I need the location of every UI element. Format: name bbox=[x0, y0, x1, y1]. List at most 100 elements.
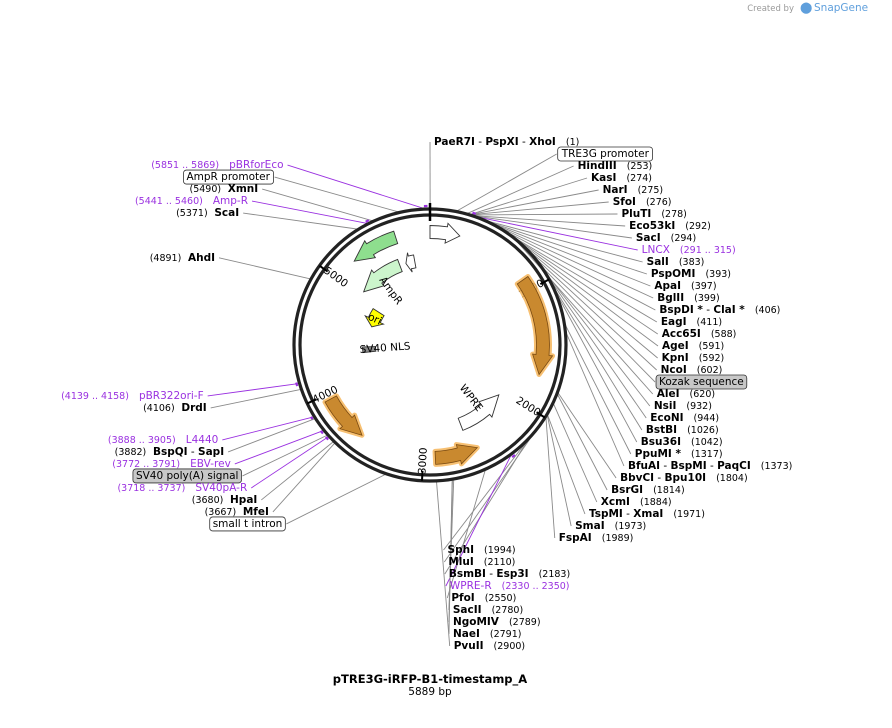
label-xcmi: XcmI (1884) bbox=[601, 496, 672, 508]
label-xmni: (5490) XmnI bbox=[189, 183, 258, 195]
primer-name: pBR322ori-F bbox=[139, 390, 204, 402]
enzyme-name: Acc65I bbox=[662, 328, 701, 340]
site-label-text: (4139 .. 4158) pBR322ori-F bbox=[61, 390, 204, 402]
primer-name: EBV-rev bbox=[190, 458, 231, 470]
label-bspdi-: BspDI * - ClaI * (406) bbox=[659, 304, 780, 316]
site-label-text: LNCX (291 .. 315) bbox=[642, 244, 736, 256]
separator: - bbox=[623, 508, 633, 520]
primer-mark bbox=[365, 219, 370, 223]
primer-range: (291 .. 315) bbox=[680, 245, 736, 256]
site-labels: PaeR7I - PspXI - XhoI (1)TRE3G promoterH… bbox=[61, 136, 792, 652]
snapgene-logo-icon: ⬤ bbox=[800, 1, 812, 14]
label-scai: (5371) ScaI bbox=[176, 207, 239, 219]
site-position: (1026) bbox=[687, 425, 719, 436]
feature-box bbox=[655, 374, 748, 390]
label-small-t-intron: small t intron bbox=[209, 516, 286, 532]
site-label-text: NaeI (2791) bbox=[453, 628, 522, 640]
site-position: (1) bbox=[566, 137, 579, 148]
sv40-polya-arrow bbox=[324, 395, 363, 436]
backbone-outer-ring bbox=[292, 207, 568, 483]
site-position: (2550) bbox=[485, 593, 517, 604]
label-acc65i: Acc65I (588) bbox=[662, 328, 737, 340]
enzyme-name: HpaI bbox=[230, 494, 257, 506]
enzyme-name: PaqCI bbox=[717, 460, 751, 472]
site-position: (1042) bbox=[691, 437, 723, 448]
site-position: (1989) bbox=[602, 533, 634, 544]
tick-1000 bbox=[539, 278, 550, 286]
primer-name: Amp-R bbox=[213, 195, 248, 207]
site-position: (1973) bbox=[615, 521, 647, 532]
label-amp-r: (5441 .. 5460) Amp-R bbox=[135, 195, 248, 207]
label-ngomiv: NgoMIV (2789) bbox=[453, 616, 541, 628]
enzyme-name: MluI bbox=[448, 556, 473, 568]
feature-box bbox=[132, 468, 242, 484]
site-position: (5371) bbox=[176, 208, 208, 219]
leader-line bbox=[485, 220, 648, 275]
enzyme-name: EagI bbox=[661, 316, 687, 328]
enzyme-name: AleI bbox=[657, 388, 680, 400]
enzyme-name: NsiI bbox=[654, 400, 677, 412]
leader-line bbox=[287, 164, 426, 210]
site-label-text: SalI (383) bbox=[647, 256, 705, 268]
site-position: (620) bbox=[690, 389, 716, 400]
enzyme-name: SfoI bbox=[613, 196, 636, 208]
leader-line bbox=[563, 322, 632, 455]
site-position: (1994) bbox=[484, 545, 516, 556]
enzyme-name: NaeI bbox=[453, 628, 480, 640]
site-position: (406) bbox=[755, 305, 781, 316]
feature-label: AmpR bbox=[377, 275, 405, 307]
site-label-text: EagI (411) bbox=[661, 316, 722, 328]
enzyme-name: PspXI bbox=[485, 136, 518, 148]
site-label-text: AgeI (591) bbox=[662, 340, 724, 352]
primer-mark bbox=[324, 436, 329, 441]
label-tre3g-promoter: TRE3G promoter bbox=[557, 146, 653, 162]
wpre-arrow bbox=[457, 394, 500, 431]
site-position: (275) bbox=[638, 185, 664, 196]
title-block: pTRE3G-iRFP-B1-timestamp_A 5889 bp bbox=[333, 672, 527, 698]
label-lncx: LNCX (291 .. 315) bbox=[642, 244, 736, 256]
enzyme-name: ScaI bbox=[214, 207, 239, 219]
feature-box-label: small t intron bbox=[213, 518, 283, 530]
enzyme-name: BsmBI bbox=[449, 568, 486, 580]
enzyme-name: HindIII bbox=[578, 160, 617, 172]
primer-name: pBRforEco bbox=[229, 159, 283, 171]
leader-line bbox=[543, 270, 651, 407]
site-position: (2183) bbox=[539, 569, 571, 580]
site-label-text: BbvCI - Bpu10I (1804) bbox=[620, 472, 748, 484]
enzyme-name: TspMI bbox=[589, 508, 623, 520]
feature-box bbox=[557, 146, 653, 162]
leader-line bbox=[207, 383, 300, 397]
separator: - bbox=[486, 568, 496, 580]
enzyme-name: SphI bbox=[448, 544, 474, 556]
site-label-text: (4106) DrdI bbox=[143, 402, 207, 414]
sv40-polya-arrow-inner bbox=[434, 444, 479, 465]
label-eco53ki: Eco53kI (292) bbox=[629, 220, 711, 232]
site-label-text: SacII (2780) bbox=[453, 604, 523, 616]
site-position: (3667) bbox=[205, 506, 237, 517]
enzyme-name: PluTI bbox=[621, 208, 651, 220]
enzyme-name: Esp3I bbox=[496, 568, 528, 580]
enzyme-name: PpuMI * bbox=[635, 448, 682, 460]
label-sacii: SacII (2780) bbox=[453, 604, 523, 616]
site-label-text: WPRE-R (2330 .. 2350) bbox=[450, 580, 570, 592]
label-bspqi: (3882) BspQI - SapI bbox=[115, 446, 224, 458]
site-label-text: BfuAI - BspMI - PaqCI (1373) bbox=[628, 460, 792, 472]
leader-line bbox=[552, 402, 598, 503]
site-position: (2110) bbox=[484, 557, 516, 568]
label-sv40pa-r: (3718 .. 3737) SV40pA-R bbox=[117, 482, 247, 494]
label-sali: SalI (383) bbox=[647, 256, 705, 268]
site-label-text: NsiI (932) bbox=[654, 400, 712, 412]
ampr-arrow bbox=[362, 258, 403, 293]
label-wpre-r: WPRE-R (2330 .. 2350) bbox=[450, 580, 570, 592]
label-saci: SacI (294) bbox=[636, 232, 696, 244]
site-label-text: PspOMI (393) bbox=[651, 268, 731, 280]
site-position: (1373) bbox=[761, 461, 793, 472]
lncx-region-arrow bbox=[516, 275, 554, 376]
primer-range: (3772 .. 3791) bbox=[112, 458, 180, 469]
enzyme-name: XmnI bbox=[228, 183, 258, 195]
label-nari: NarI (275) bbox=[603, 184, 664, 196]
label-mfei: (3667) MfeI bbox=[205, 506, 269, 518]
leader-line bbox=[485, 220, 651, 287]
backbone-inner-ring bbox=[298, 213, 562, 477]
enzyme-name: BbvCI bbox=[620, 472, 654, 484]
